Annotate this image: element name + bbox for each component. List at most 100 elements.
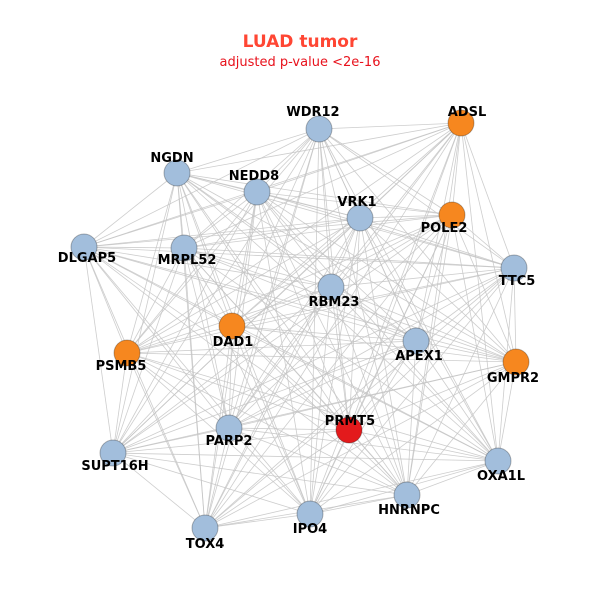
edge-DLGAP5-SUPT16H: [83, 246, 114, 454]
node-HNRNPC: [393, 481, 421, 509]
edge-DLGAP5-MRPL52: [83, 246, 185, 249]
edge-WDR12-IPO4: [309, 128, 320, 515]
edge-MRPL52-SUPT16H: [112, 247, 185, 454]
edge-POLE2-RBM23: [330, 214, 453, 288]
edge-TTC5-RBM23: [330, 267, 515, 288]
edge-WDR12-ADSL: [318, 122, 462, 130]
edge-RBM23-OXA1L: [330, 286, 499, 462]
edge-OXA1L-HNRNPC: [406, 460, 499, 496]
edge-PRMT5-SUPT16H: [112, 429, 350, 454]
edge-ADSL-IPO4: [309, 122, 462, 515]
edge-ADSL-GMPR2: [460, 122, 517, 363]
edge-VRK1-POLE2: [359, 214, 453, 219]
edge-DLGAP5-RBM23: [83, 246, 332, 288]
edge-RBM23-PARP2: [228, 286, 332, 429]
edge-TTC5-SUPT16H: [112, 267, 515, 454]
edge-TTC5-GMPR2: [513, 267, 517, 363]
edge-RBM23-PRMT5: [330, 286, 350, 431]
edge-PARP2-TOX4: [204, 427, 230, 529]
node-label-PRMT5: PRMT5: [325, 414, 375, 429]
node-label-ADSL: ADSL: [448, 105, 487, 120]
edge-NEDD8-PSMB5: [126, 191, 258, 354]
edge-WDR12-NGDN: [176, 128, 320, 174]
edge-TTC5-IPO4: [309, 267, 515, 515]
edge-POLE2-HNRNPC: [406, 214, 453, 496]
edge-NGDN-DLGAP5: [83, 172, 178, 248]
edge-PRMT5-OXA1L: [348, 429, 499, 462]
edge-RBM23-IPO4: [309, 286, 332, 515]
node-NEDD8: [243, 178, 271, 206]
edge-VRK1-MRPL52: [183, 217, 361, 249]
node-label-RBM23: RBM23: [309, 295, 360, 310]
edge-NEDD8-SUPT16H: [112, 191, 258, 454]
edge-WDR12-POLE2: [318, 128, 453, 216]
node-TTC5: [500, 254, 528, 282]
node-RBM23: [317, 273, 345, 301]
edge-PRMT5-IPO4: [309, 429, 350, 515]
edge-APEX1-PSMB5: [126, 340, 417, 354]
edge-APEX1-OXA1L: [415, 340, 499, 462]
edge-TTC5-APEX1: [415, 267, 515, 342]
edge-NEDD8-HNRNPC: [256, 191, 408, 496]
edge-MRPL52-PSMB5: [126, 247, 185, 354]
node-label-HNRNPC: HNRNPC: [378, 503, 440, 518]
edge-PSMB5-PARP2: [126, 352, 230, 429]
edge-SUPT16H-OXA1L: [112, 452, 499, 462]
edge-ADSL-PRMT5: [348, 122, 462, 431]
node-label-TTC5: TTC5: [499, 274, 536, 289]
node-label-IPO4: IPO4: [293, 522, 327, 537]
edge-MRPL52-TOX4: [183, 247, 206, 529]
edge-OXA1L-TOX4: [204, 460, 499, 529]
edge-MRPL52-TTC5: [183, 247, 515, 269]
edge-RBM23-GMPR2: [330, 286, 517, 363]
edge-GMPR2-OXA1L: [497, 361, 517, 462]
edge-MRPL52-OXA1L: [183, 247, 499, 462]
edge-VRK1-PSMB5: [126, 217, 361, 354]
edge-APEX1-GMPR2: [415, 340, 517, 363]
node-PRMT5: [335, 416, 363, 444]
edge-NGDN-POLE2: [176, 172, 453, 216]
edge-VRK1-DLGAP5: [83, 217, 361, 248]
edge-VRK1-DAD1: [231, 217, 361, 327]
edge-MRPL52-IPO4: [183, 247, 311, 515]
edge-SUPT16H-IPO4: [112, 452, 311, 515]
edge-HNRNPC-IPO4: [309, 494, 408, 515]
edge-NEDD8-VRK1: [256, 191, 361, 219]
edge-PARP2-OXA1L: [228, 427, 499, 462]
edge-RBM23-SUPT16H: [112, 286, 332, 454]
edge-PSMB5-HNRNPC: [126, 352, 408, 496]
edge-POLE2-PARP2: [228, 214, 453, 429]
edge-POLE2-IPO4: [309, 214, 453, 515]
edge-POLE2-TOX4: [204, 214, 453, 529]
edge-NEDD8-TTC5: [256, 191, 515, 269]
node-label-NEDD8: NEDD8: [229, 169, 279, 184]
edge-GMPR2-HNRNPC: [406, 361, 517, 496]
node-DLGAP5: [70, 233, 98, 261]
edge-RBM23-HNRNPC: [330, 286, 408, 496]
edge-DAD1-PARP2: [228, 325, 233, 429]
edge-PSMB5-SUPT16H: [112, 352, 128, 454]
edge-WDR12-TTC5: [318, 128, 515, 269]
edge-PRMT5-PARP2: [228, 427, 350, 431]
edge-POLE2-GMPR2: [451, 214, 517, 363]
node-label-TOX4: TOX4: [186, 537, 225, 552]
edge-POLE2-TTC5: [451, 214, 515, 269]
edge-WDR12-NEDD8: [256, 128, 320, 193]
node-label-APEX1: APEX1: [395, 349, 443, 364]
edge-NEDD8-DAD1: [231, 191, 258, 327]
edge-PSMB5-TOX4: [126, 352, 206, 529]
edge-VRK1-GMPR2: [359, 217, 517, 363]
edge-GMPR2-PRMT5: [348, 361, 517, 431]
node-label-PSMB5: PSMB5: [96, 359, 147, 374]
node-label-GMPR2: GMPR2: [487, 371, 539, 386]
edge-NGDN-OXA1L: [176, 172, 499, 462]
node-IPO4: [296, 500, 324, 528]
edge-NGDN-SUPT16H: [112, 172, 178, 454]
node-label-SUPT16H: SUPT16H: [81, 459, 148, 474]
edge-VRK1-APEX1: [359, 217, 417, 342]
edge-TTC5-PSMB5: [126, 267, 515, 354]
node-OXA1L: [484, 447, 512, 475]
node-label-PARP2: PARP2: [206, 434, 253, 449]
